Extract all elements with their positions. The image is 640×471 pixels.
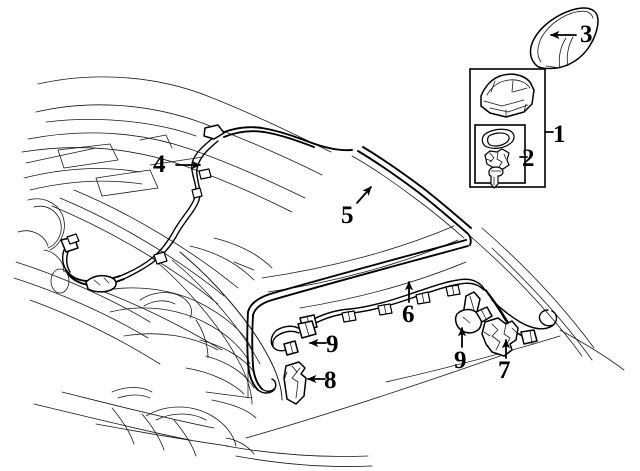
callout-leaders [175, 30, 577, 384]
callout-label-6: 6 [402, 301, 415, 328]
leader-5 [356, 186, 372, 204]
front-antenna-cable [60, 124, 353, 293]
callout-label-9-right: 9 [454, 347, 467, 374]
harness-clamp-8 [283, 361, 307, 405]
callout-label-7: 7 [498, 357, 511, 384]
callout-label-2: 2 [522, 145, 535, 172]
harness-clip-9-left [270, 320, 317, 356]
roof-side-harness [246, 146, 472, 394]
callout-label-3: 3 [580, 21, 593, 48]
antenna-hardware-box [474, 124, 526, 189]
antenna-assembly-box [469, 68, 546, 189]
harness-clip-9-right [454, 291, 493, 334]
callout-label-5: 5 [341, 202, 354, 229]
callout-label-4: 4 [153, 151, 166, 178]
vehicle-body-outline [13, 76, 625, 467]
antenna-base-module [480, 73, 535, 118]
callout-label-9-left: 9 [326, 331, 339, 358]
callout-label-1: 1 [553, 121, 566, 148]
callout-label-8: 8 [324, 367, 337, 394]
shark-fin-antenna-cover [529, 7, 599, 70]
